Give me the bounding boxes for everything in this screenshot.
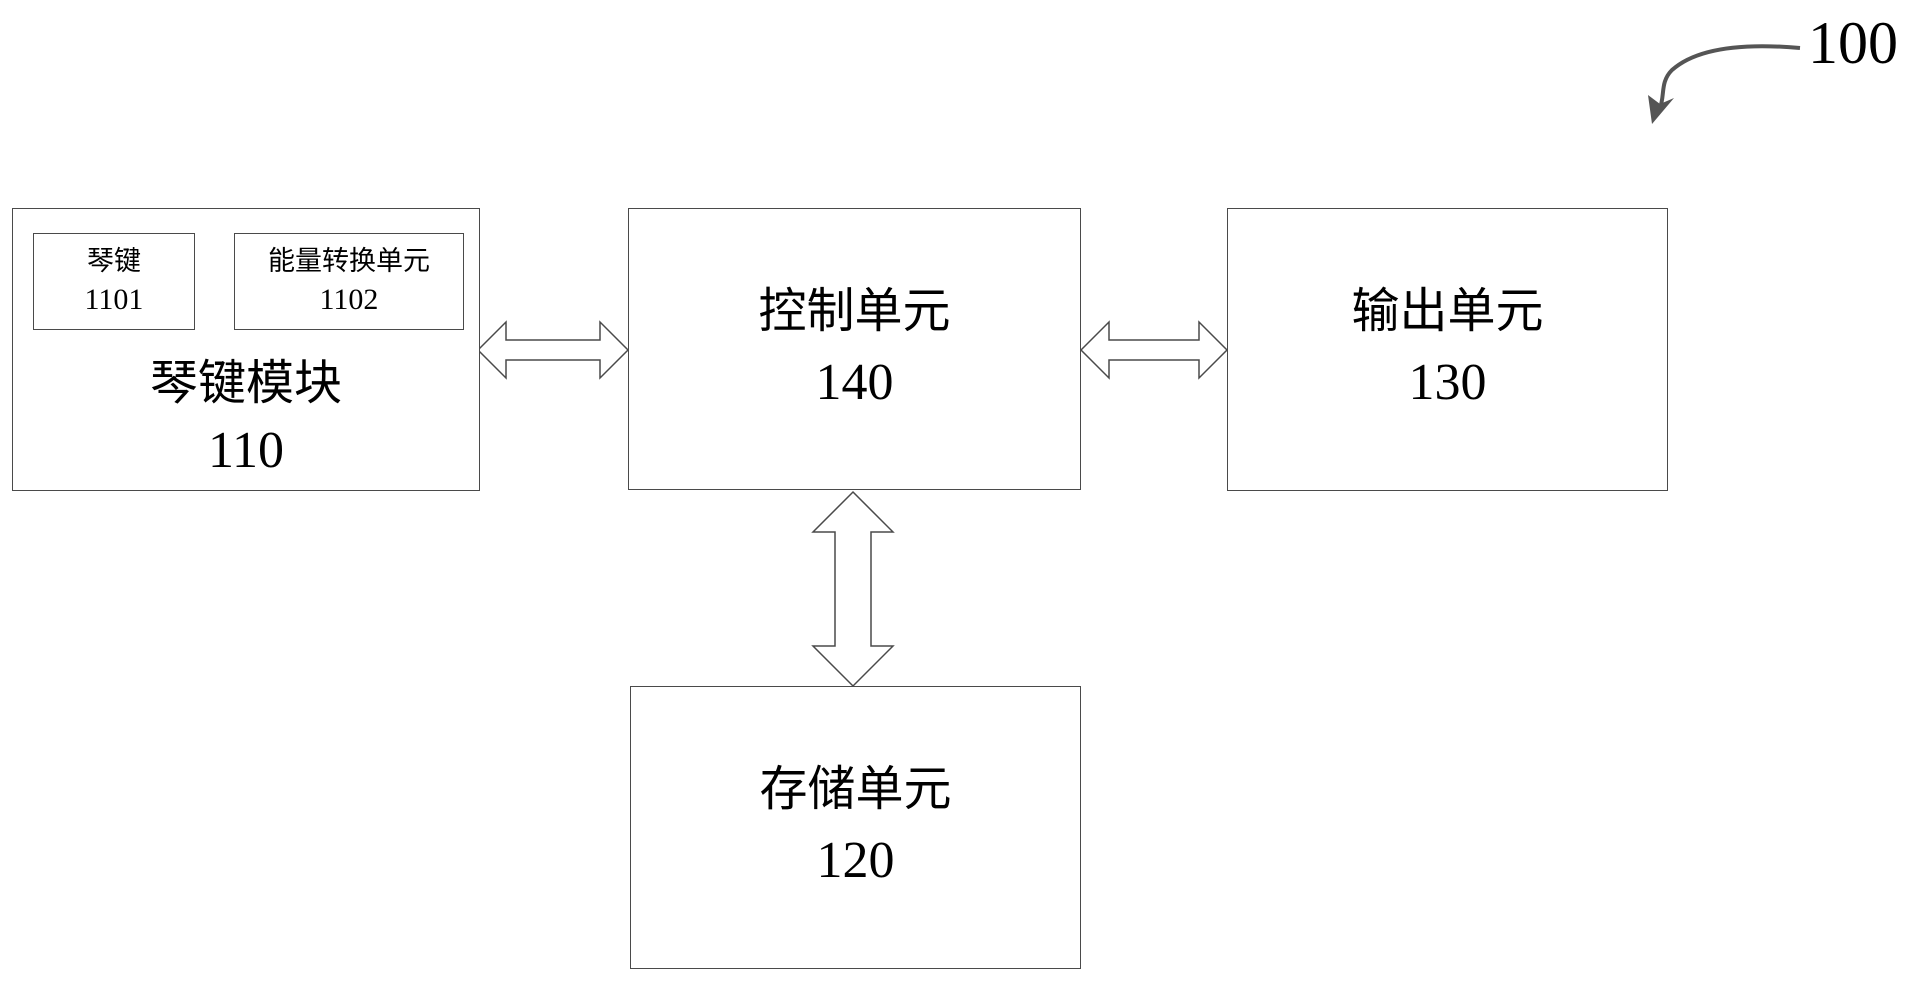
sub-unit-key-name: 琴键 <box>87 246 141 277</box>
output-unit-block: 输出单元 130 <box>1227 208 1668 491</box>
sub-unit-key-number: 1101 <box>84 283 144 316</box>
sub-unit-energy-conversion: 能量转换单元 1102 <box>234 233 464 330</box>
reference-leader-arrowhead <box>1648 95 1674 124</box>
storage-unit-name: 存储单元 <box>759 761 952 817</box>
key-module-number: 110 <box>207 422 285 479</box>
storage-unit-number: 120 <box>816 832 895 889</box>
control-unit-block: 控制单元 140 <box>628 208 1081 490</box>
key-module-block: 琴键 1101 能量转换单元 1102 琴键模块 110 <box>12 208 480 491</box>
arrow-key-module-control-unit <box>476 320 630 380</box>
figure-reference-number: 100 <box>1808 10 1898 76</box>
sub-unit-energy-conversion-name: 能量转换单元 <box>268 246 430 277</box>
storage-unit-block: 存储单元 120 <box>630 686 1081 969</box>
sub-unit-energy-conversion-number: 1102 <box>319 283 379 316</box>
control-unit-number: 140 <box>815 354 894 411</box>
output-unit-name: 输出单元 <box>1351 283 1544 339</box>
output-unit-number: 130 <box>1408 354 1487 411</box>
reference-leader-arrow <box>1658 44 1801 109</box>
sub-unit-key: 琴键 1101 <box>33 233 195 330</box>
control-unit-name: 控制单元 <box>758 283 951 339</box>
arrow-control-unit-output-unit <box>1079 320 1229 380</box>
key-module-name: 琴键模块 <box>149 355 342 411</box>
arrow-control-unit-storage-unit <box>811 490 895 688</box>
